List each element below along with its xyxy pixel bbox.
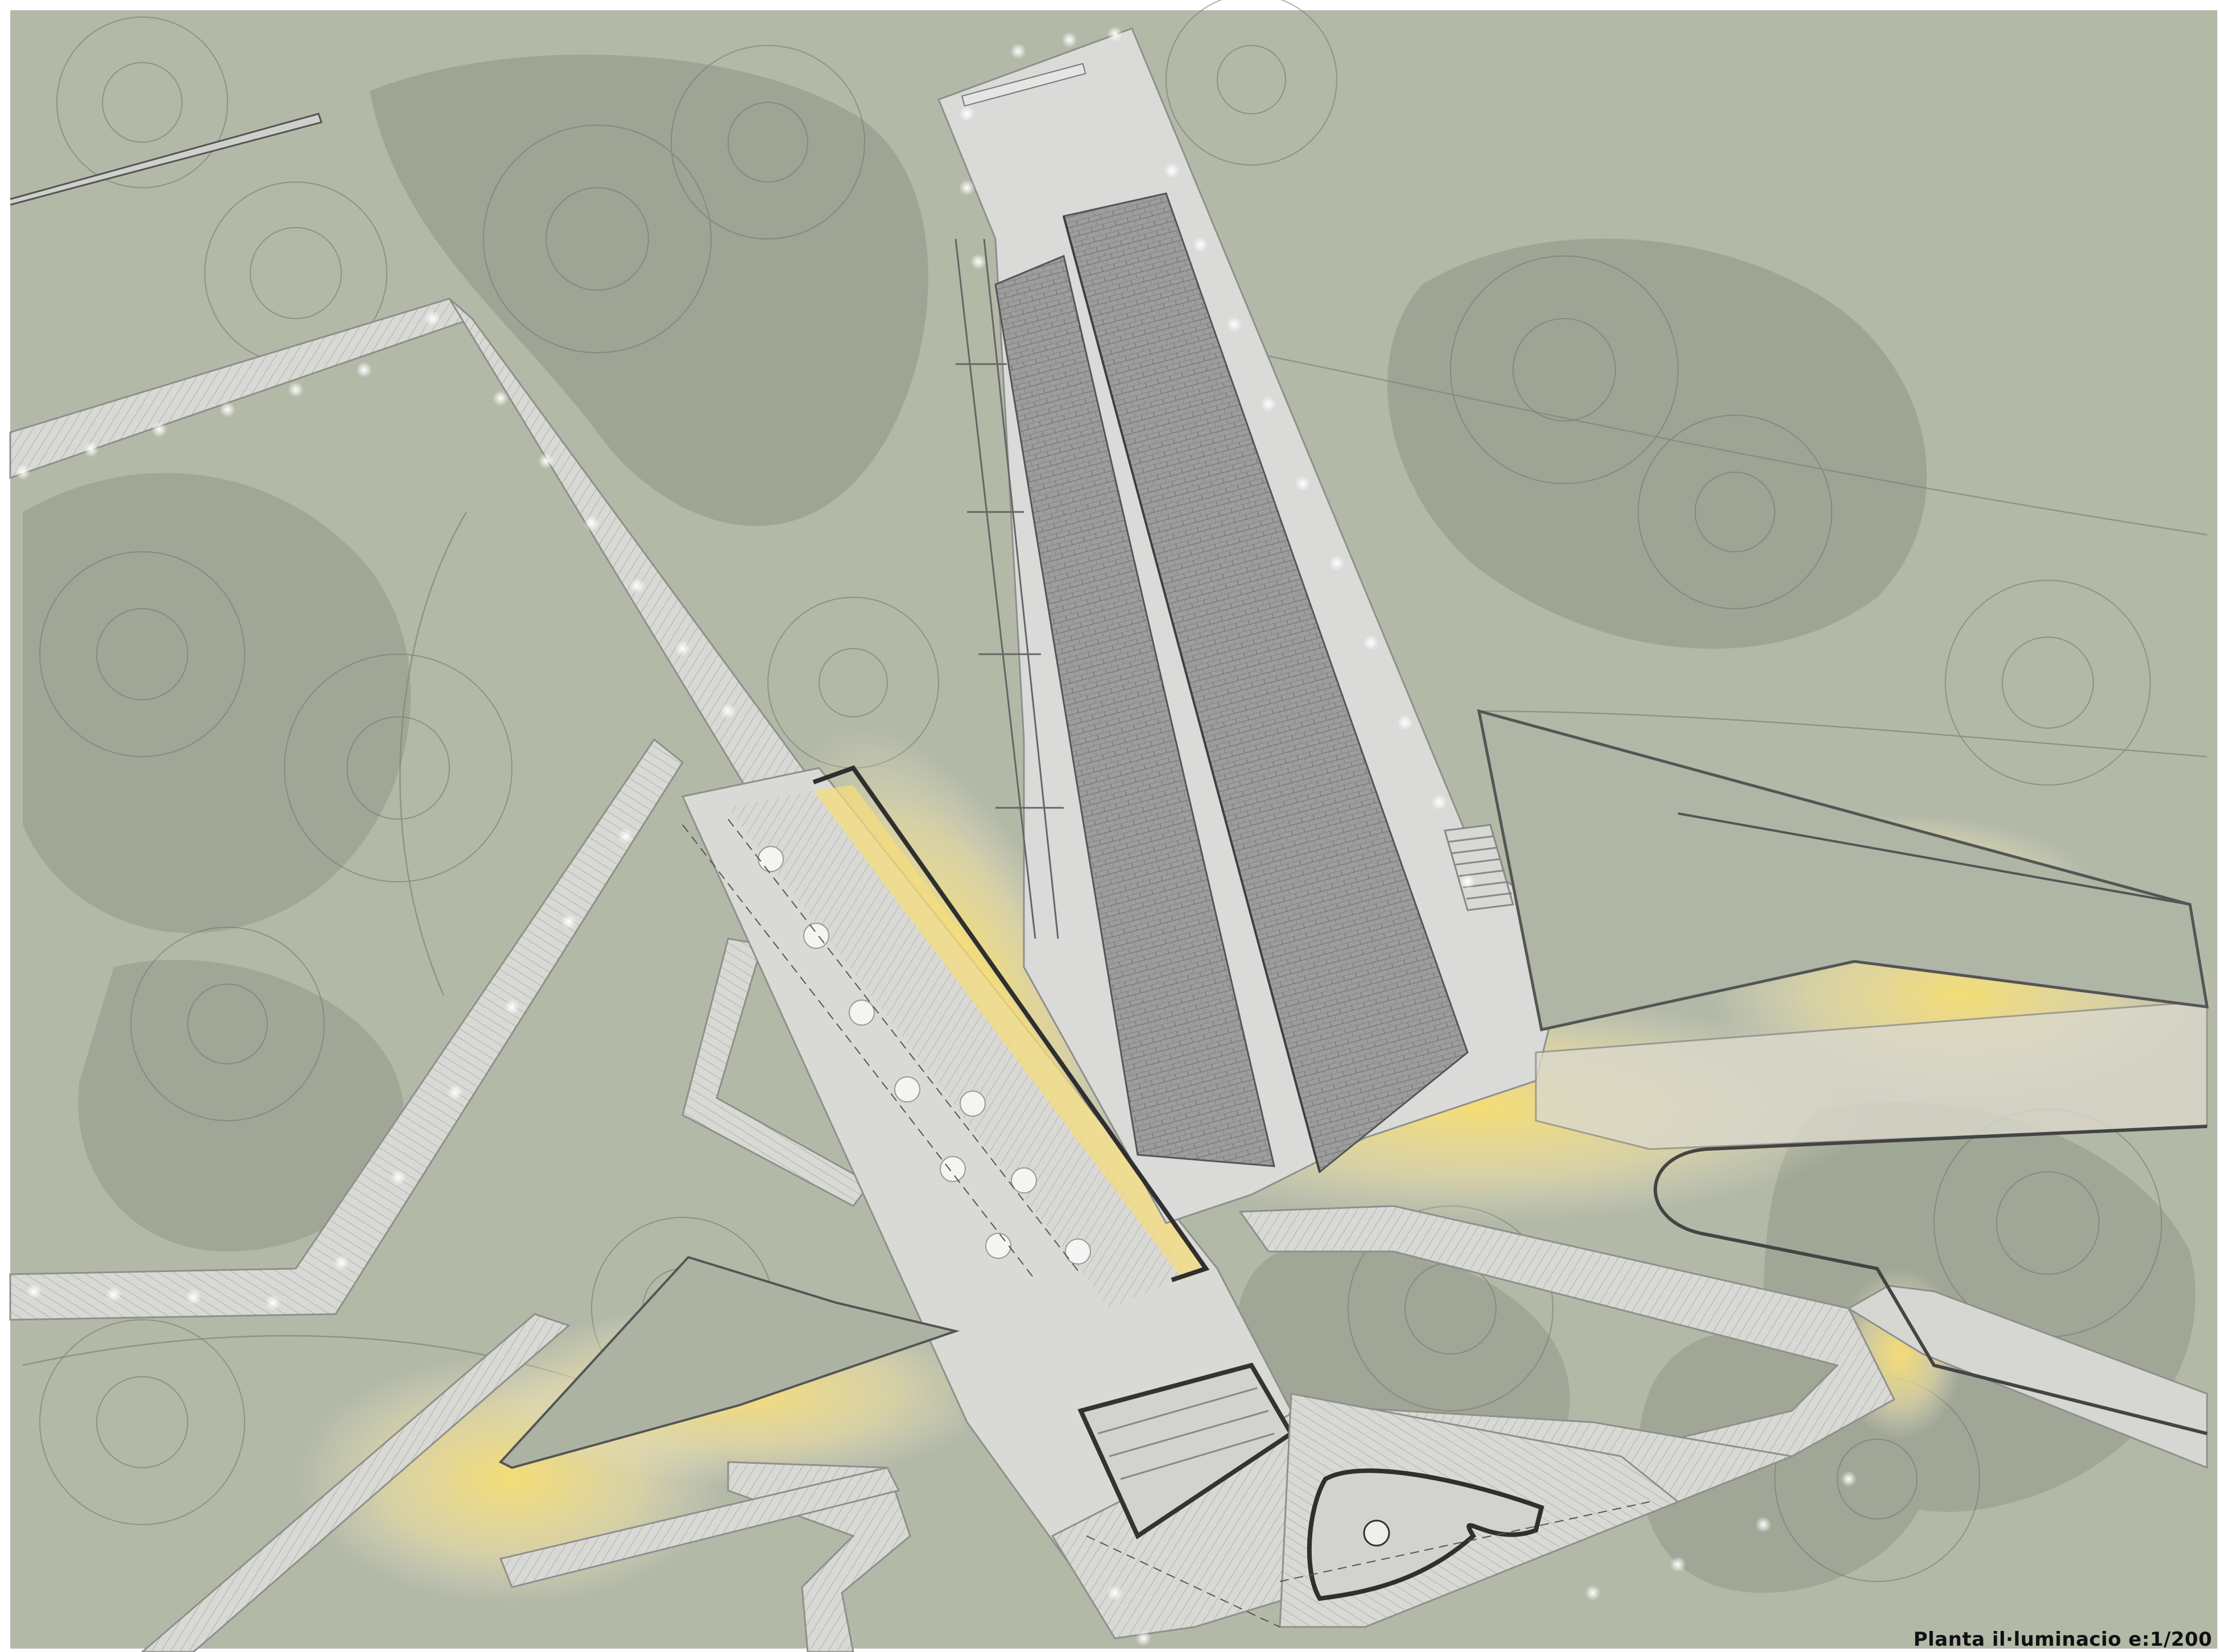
curved-retaining-wall <box>1654 1125 2208 1435</box>
bench <box>961 63 1086 107</box>
dashed-lines <box>682 819 1650 1628</box>
contour-lines <box>22 352 2208 1423</box>
promenade-hatch <box>728 791 1189 1308</box>
boardwalk-paths <box>9 298 911 1652</box>
planting-bed <box>1477 709 2209 1031</box>
point-lights <box>15 26 1857 1646</box>
lower-left-bed <box>498 1255 960 1469</box>
promenade-lit-band <box>813 785 1206 1280</box>
pergola <box>954 238 1064 939</box>
north-wall-line <box>10 113 323 206</box>
lit-wall <box>812 765 1210 1282</box>
seating-area <box>1279 1393 1680 1628</box>
drawing-title: Planta il·luminacio e:1/200 <box>1913 1628 2212 1651</box>
building-roof <box>994 192 1469 1174</box>
